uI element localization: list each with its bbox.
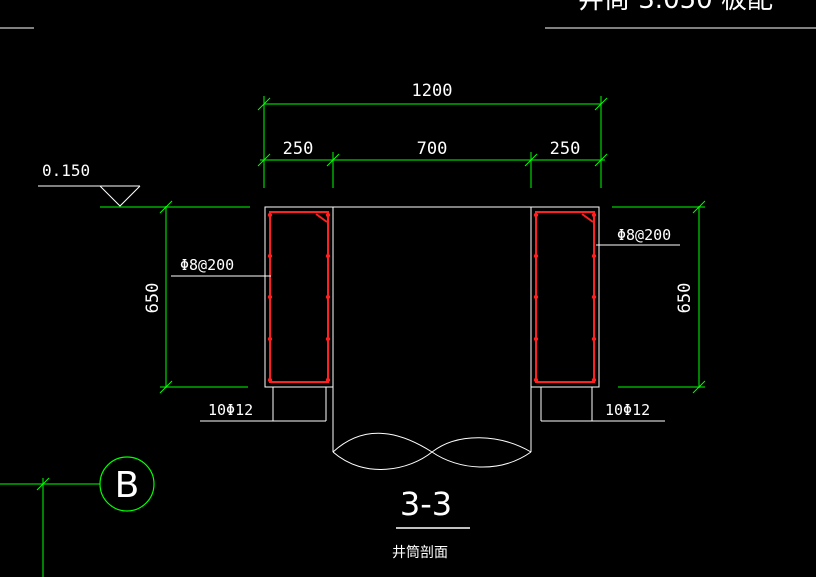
right-bar-dot xyxy=(533,294,539,300)
section-id: 3-3 xyxy=(400,485,452,523)
dim-left-wall: 250 xyxy=(283,139,314,159)
right-bar-dot xyxy=(591,336,597,342)
rebar-leaders xyxy=(171,244,680,422)
left-bar-dot xyxy=(325,253,331,259)
right-wall-section xyxy=(530,206,600,388)
right-bar-dot xyxy=(591,253,597,259)
section-caption: 井筒剖面 xyxy=(392,544,448,561)
left-height-dimension xyxy=(159,200,250,394)
left-bar-dot xyxy=(325,294,331,300)
right-rebar-cage xyxy=(535,211,595,383)
grid-axis-label: B xyxy=(115,465,140,506)
axis-bubble xyxy=(99,456,155,512)
elevation-marker: 0.150 xyxy=(38,161,250,208)
dim-opening: 700 xyxy=(417,139,448,159)
left-bar-dot xyxy=(267,336,273,342)
right-bar-dot xyxy=(533,253,539,259)
elevation-label: 0.150 xyxy=(42,161,90,180)
right-bar-dot xyxy=(591,377,597,383)
header-title: 井筒 3.050 板配 xyxy=(578,0,773,15)
dim-right-wall: 250 xyxy=(550,139,581,159)
left-bar-dot xyxy=(267,377,273,383)
left-bar-dot xyxy=(325,377,331,383)
right-bar-dot xyxy=(533,212,539,218)
left-rebar-cage xyxy=(269,211,329,383)
section-title: 3-3 井筒剖面 xyxy=(392,485,470,561)
top-dimensions xyxy=(257,96,608,188)
right-bar-dot xyxy=(533,377,539,383)
grid-axis-b: B xyxy=(0,456,155,577)
right-bar-dot xyxy=(533,336,539,342)
dim-right-height: 650 xyxy=(675,283,695,314)
right-height-dimension xyxy=(612,200,706,394)
dim-left-height: 650 xyxy=(143,283,163,314)
left-bar-dot xyxy=(325,336,331,342)
right-main-bar-label: 10Φ12 xyxy=(605,401,650,419)
left-main-bar-label: 10Φ12 xyxy=(208,401,253,419)
right-bar-dot xyxy=(591,294,597,300)
right-bar-dot xyxy=(591,212,597,218)
wall-outline xyxy=(264,206,600,470)
left-bar-dot xyxy=(325,212,331,218)
left-bar-dot xyxy=(267,212,273,218)
left-bar-dot xyxy=(267,253,273,259)
right-stirrup-label: Φ8@200 xyxy=(617,226,671,244)
left-bar-dot xyxy=(267,294,273,300)
longitudinal-bars xyxy=(267,212,597,383)
left-stirrup-label: Φ8@200 xyxy=(180,256,234,274)
left-wall-section xyxy=(264,206,334,388)
dim-total-width: 1200 xyxy=(412,81,453,101)
